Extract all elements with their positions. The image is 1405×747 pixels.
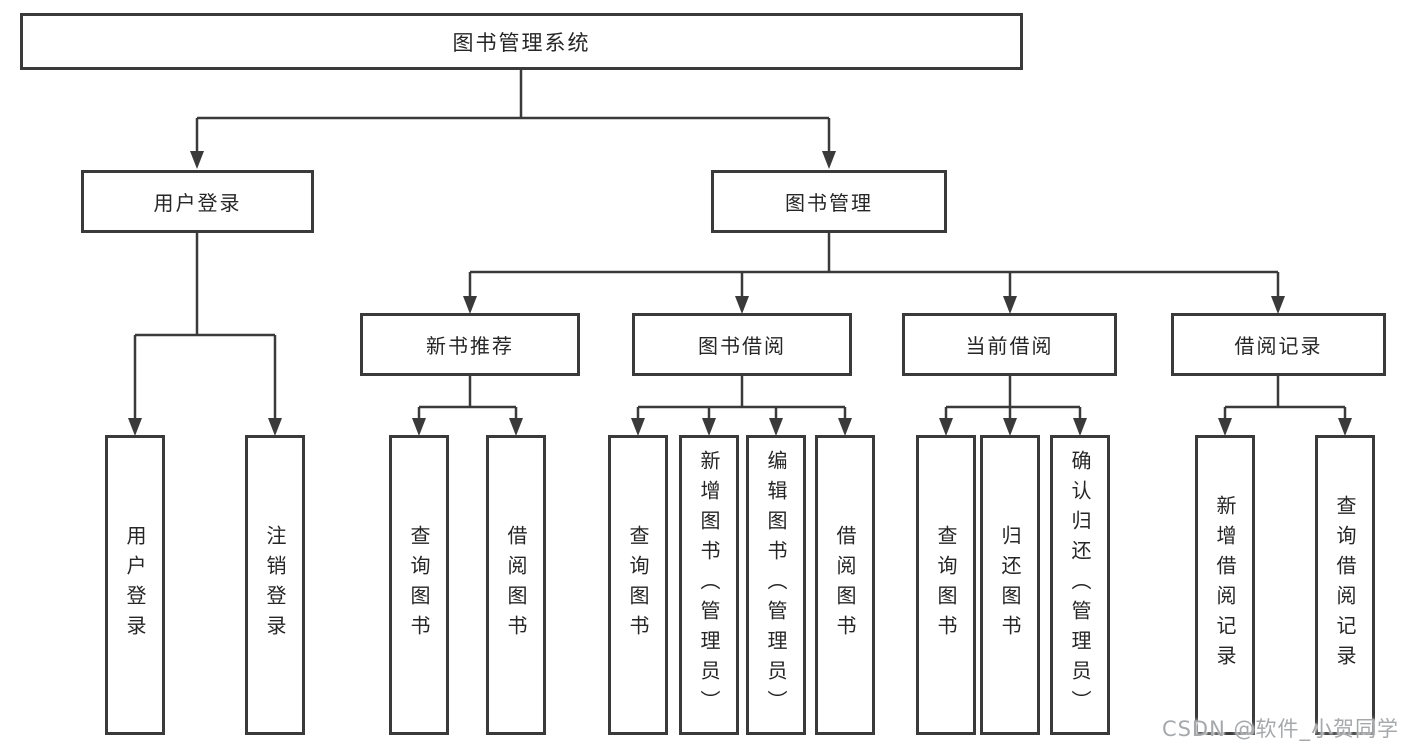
csdn-watermark: CSDN @软件_小贺同学	[1161, 717, 1399, 741]
leaf-edit-books-admin: 编辑图书（管理员）	[746, 435, 806, 735]
leaf-confirm-return-admin-label: 确认归还（管理员）	[1068, 450, 1092, 720]
leaf-add-books-admin-label: 新增图书（管理员）	[697, 450, 721, 720]
leaf-recommend-query-books-label: 查询图书	[407, 525, 431, 645]
leaf-recommend-borrow-books-label: 借阅图书	[504, 525, 528, 645]
node-book-management: 图书管理	[711, 170, 947, 233]
node-user-login-label: 用户登录	[153, 191, 242, 215]
leaf-borrowing-query-books-label: 查询图书	[626, 525, 650, 645]
node-library-system-label: 图书管理系统	[452, 30, 591, 55]
node-new-book-recommendation: 新书推荐	[360, 313, 580, 376]
node-book-management-label: 图书管理	[785, 191, 873, 215]
node-borrowing-records-label: 借阅记录	[1234, 334, 1323, 358]
leaf-return-books: 归还图书	[980, 435, 1040, 735]
node-borrowing-records: 借阅记录	[1171, 313, 1386, 376]
leaf-current-query-books: 查询图书	[916, 435, 976, 735]
node-user-login: 用户登录	[81, 170, 314, 233]
leaf-recommend-query-books: 查询图书	[389, 435, 449, 735]
leaf-user-login-label: 用户登录	[123, 525, 147, 645]
leaf-recommend-borrow-books: 借阅图书	[486, 435, 546, 735]
leaf-add-borrow-record: 新增借阅记录	[1195, 435, 1255, 735]
node-new-book-recommendation-label: 新书推荐	[426, 334, 514, 358]
leaf-confirm-return-admin: 确认归还（管理员）	[1050, 435, 1110, 735]
leaf-user-login: 用户登录	[105, 435, 165, 735]
node-library-system: 图书管理系统	[20, 13, 1023, 70]
leaf-edit-books-admin-label: 编辑图书（管理员）	[764, 450, 788, 720]
leaf-current-query-books-label: 查询图书	[934, 525, 958, 645]
leaf-logout-label: 注销登录	[263, 525, 287, 645]
leaf-query-borrow-record: 查询借阅记录	[1315, 435, 1375, 735]
leaf-logout: 注销登录	[245, 435, 305, 735]
leaf-borrowing-borrow-books-label: 借阅图书	[833, 525, 857, 645]
leaf-return-books-label: 归还图书	[998, 525, 1022, 645]
leaf-query-borrow-record-label: 查询借阅记录	[1333, 495, 1357, 675]
leaf-add-borrow-record-label: 新增借阅记录	[1213, 495, 1237, 675]
leaf-borrowing-query-books: 查询图书	[608, 435, 668, 735]
node-current-borrowing: 当前借阅	[902, 313, 1117, 376]
node-book-borrowing: 图书借阅	[632, 313, 852, 376]
node-book-borrowing-label: 图书借阅	[698, 334, 786, 358]
leaf-add-books-admin: 新增图书（管理员）	[679, 435, 739, 735]
leaf-borrowing-borrow-books: 借阅图书	[815, 435, 875, 735]
node-current-borrowing-label: 当前借阅	[965, 334, 1054, 358]
